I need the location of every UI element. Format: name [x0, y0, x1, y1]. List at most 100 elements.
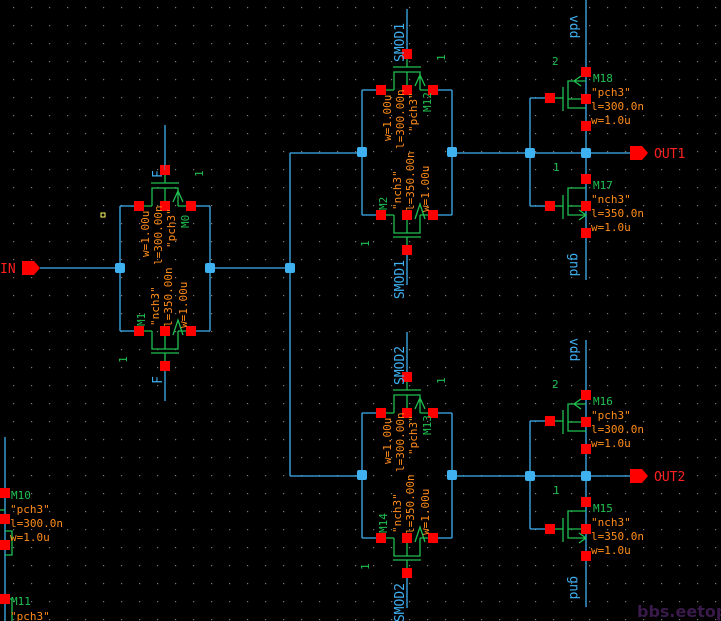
device-model: "pch3" — [10, 503, 50, 516]
terminal-pin[interactable] — [428, 85, 438, 95]
input-pin-label: IN — [0, 262, 16, 277]
nmos-model: "nch3" — [591, 193, 631, 206]
terminal-pin[interactable] — [581, 551, 591, 561]
terminal-pin[interactable] — [402, 408, 412, 418]
terminal-pin[interactable] — [402, 568, 412, 578]
pmos-width: w=1.0u — [591, 114, 631, 127]
terminal-pin[interactable] — [581, 174, 591, 184]
terminal-pin[interactable] — [376, 210, 386, 220]
multiplier-label: 1 — [435, 377, 448, 384]
output-pin[interactable] — [630, 146, 648, 160]
wire-junction[interactable] — [581, 471, 591, 481]
top-net-label: F_ — [151, 162, 166, 178]
nmos-length: l=350.0n — [591, 207, 644, 220]
nmos-instance-name: M1 — [135, 313, 148, 326]
device-model: "pch3" — [10, 610, 50, 621]
terminal-pin[interactable] — [428, 533, 438, 543]
terminal-pin[interactable] — [186, 201, 196, 211]
nmos-width: w=1.0u — [591, 221, 631, 234]
gate-pin[interactable] — [545, 416, 555, 426]
terminal-pin[interactable] — [581, 94, 591, 104]
terminal-pin[interactable] — [428, 210, 438, 220]
terminal-pin[interactable] — [376, 85, 386, 95]
bottom-net-label: SMOD1 — [393, 260, 408, 299]
ground-net-label: gnd — [566, 576, 581, 599]
terminal-pin[interactable] — [134, 201, 144, 211]
terminal-pin[interactable] — [581, 417, 591, 427]
wire-junction[interactable] — [205, 263, 215, 273]
multiplier-label: 2 — [552, 55, 559, 68]
terminal-pin[interactable] — [0, 488, 10, 498]
terminal-pin[interactable] — [581, 228, 591, 238]
output-pin-label: OUT2 — [654, 470, 685, 485]
terminal-pin[interactable] — [581, 67, 591, 77]
terminal-pin[interactable] — [402, 372, 412, 382]
wire-junction[interactable] — [447, 147, 457, 157]
nmos-instance-name: M14 — [377, 513, 390, 533]
terminal-pin[interactable] — [402, 85, 412, 95]
pmos-length: l=300.00n — [394, 89, 407, 149]
terminal-pin[interactable] — [186, 326, 196, 336]
supply-net-label: vdd — [566, 15, 581, 38]
multiplier-label: 1 — [193, 170, 206, 177]
wire-junction[interactable] — [285, 263, 295, 273]
nmos-length: l=350.00n — [404, 151, 417, 211]
terminal-pin[interactable] — [581, 524, 591, 534]
terminal-pin[interactable] — [581, 121, 591, 131]
terminal-pin[interactable] — [160, 165, 170, 175]
wire-junction[interactable] — [447, 470, 457, 480]
terminal-pin[interactable] — [402, 49, 412, 59]
pmos-width: w=1.00u — [139, 211, 152, 257]
terminal-pin[interactable] — [376, 408, 386, 418]
terminal-pin[interactable] — [581, 390, 591, 400]
wire-junction[interactable] — [525, 148, 535, 158]
pmos-length: l=300.00n — [394, 412, 407, 472]
terminal-pin[interactable] — [402, 210, 412, 220]
multiplier-label: 2 — [552, 378, 559, 391]
terminal-pin[interactable] — [0, 594, 10, 604]
pmos-model: "pch3" — [407, 415, 420, 455]
pmos-instance-name: M13 — [421, 415, 434, 435]
terminal-pin[interactable] — [581, 497, 591, 507]
bottom-net-label: SMOD2 — [393, 583, 408, 621]
terminal-pin[interactable] — [428, 408, 438, 418]
pmos-width: w=1.00u — [381, 95, 394, 141]
gate-pin[interactable] — [545, 93, 555, 103]
terminal-pin[interactable] — [376, 533, 386, 543]
terminal-pin[interactable] — [402, 245, 412, 255]
terminal-pin[interactable] — [581, 201, 591, 211]
gate-pin[interactable] — [545, 524, 555, 534]
pmos-body — [139, 187, 191, 207]
nmos-body — [139, 317, 191, 350]
nmos-width: w=1.00u — [177, 282, 190, 328]
multiplier-label: 1 — [359, 240, 372, 247]
terminal-pin[interactable] — [160, 201, 170, 211]
pmos-instance-name: M16 — [593, 395, 613, 408]
terminal-pin[interactable] — [160, 326, 170, 336]
multiplier-label: 1 — [359, 563, 372, 570]
wire-junction[interactable] — [357, 470, 367, 480]
terminal-pin[interactable] — [160, 361, 170, 371]
output-pin[interactable] — [630, 469, 648, 483]
terminal-pin[interactable] — [134, 326, 144, 336]
wire-junction[interactable] — [581, 148, 591, 158]
terminal-pin[interactable] — [0, 540, 10, 550]
device-instance-name: M11 — [11, 595, 31, 608]
pmos-instance-name: M0 — [179, 215, 192, 228]
multiplier-label: 1 — [553, 484, 560, 497]
nmos-body — [381, 201, 433, 234]
nmos-length: l=350.0n — [591, 530, 644, 543]
gate-pin[interactable] — [545, 201, 555, 211]
terminal-pin[interactable] — [0, 514, 10, 524]
nmos-model: "nch3" — [591, 516, 631, 529]
terminal-pin[interactable] — [581, 444, 591, 454]
wire-junction[interactable] — [115, 263, 125, 273]
pmos-length: l=300.0n — [591, 423, 644, 436]
terminal-pin[interactable] — [402, 533, 412, 543]
wire-junction[interactable] — [357, 147, 367, 157]
top-net-label: SMOD2_ — [393, 338, 408, 385]
wire-junction[interactable] — [525, 471, 535, 481]
input-pin[interactable] — [22, 261, 40, 275]
